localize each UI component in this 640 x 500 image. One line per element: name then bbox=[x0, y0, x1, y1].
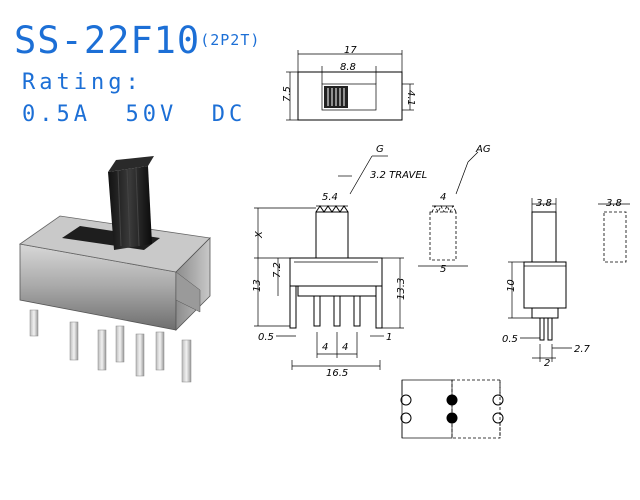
rating-value: 0.5A 50V DC bbox=[22, 102, 247, 127]
dim-side-act-width-2: 3.8 bbox=[606, 198, 622, 209]
dim-travel: 3.2 TRAVEL bbox=[370, 170, 427, 181]
model-name: SS-22F10 bbox=[14, 19, 201, 62]
dim-pitch-1: 4 bbox=[322, 342, 328, 353]
dim-top-height: 7.5 bbox=[282, 86, 293, 102]
top-view-drawing: 17 8.8 7.5 4.1 bbox=[282, 45, 416, 121]
dim-side-spacing: 2 bbox=[544, 358, 550, 369]
dim-side-act-width: 3.8 bbox=[536, 198, 552, 209]
ag-detail-drawing: AG 4 5 bbox=[418, 144, 491, 275]
label-g: G bbox=[376, 144, 384, 155]
switch-photo bbox=[18, 156, 211, 383]
rating-label: Rating: bbox=[22, 70, 143, 95]
dim-ag-width: 4 bbox=[440, 192, 446, 203]
switch-schematic bbox=[400, 379, 504, 439]
dim-top-slot: 8.8 bbox=[340, 62, 356, 73]
switch-knob bbox=[108, 156, 154, 250]
dim-pin-offset: 1 bbox=[386, 332, 392, 343]
dim-pin-dia: 0.5 bbox=[258, 332, 274, 343]
dim-side-height: 10 bbox=[506, 279, 517, 292]
dim-pitch-2: 4 bbox=[342, 342, 348, 353]
front-view-drawing: G 3.2 TRAVEL 5.4 X 13 7.2 13.3 bbox=[252, 144, 427, 379]
label-ag: AG bbox=[475, 144, 491, 155]
side-view-drawing: 3.8 3.8 10 0.5 2 2.7 bbox=[502, 198, 630, 369]
dim-length: 16.5 bbox=[326, 368, 348, 379]
dim-body-height: 13 bbox=[252, 279, 263, 292]
dim-height-x: X bbox=[254, 230, 265, 239]
dim-ag-base: 5 bbox=[440, 264, 446, 275]
dim-top-depth: 4.1 bbox=[405, 90, 416, 106]
dim-side-offset: 2.7 bbox=[574, 344, 591, 355]
dim-shell-height: 7.2 bbox=[272, 262, 283, 278]
dim-total-height: 13.3 bbox=[396, 278, 407, 300]
dim-side-pin: 0.5 bbox=[502, 334, 518, 345]
switch-pins bbox=[29, 309, 192, 383]
model-variant: (2P2T) bbox=[200, 31, 261, 49]
dim-top-width: 17 bbox=[344, 45, 357, 56]
product-title: SS-22F10(2P2T) bbox=[14, 20, 260, 61]
dim-actuator-width: 5.4 bbox=[322, 192, 338, 203]
